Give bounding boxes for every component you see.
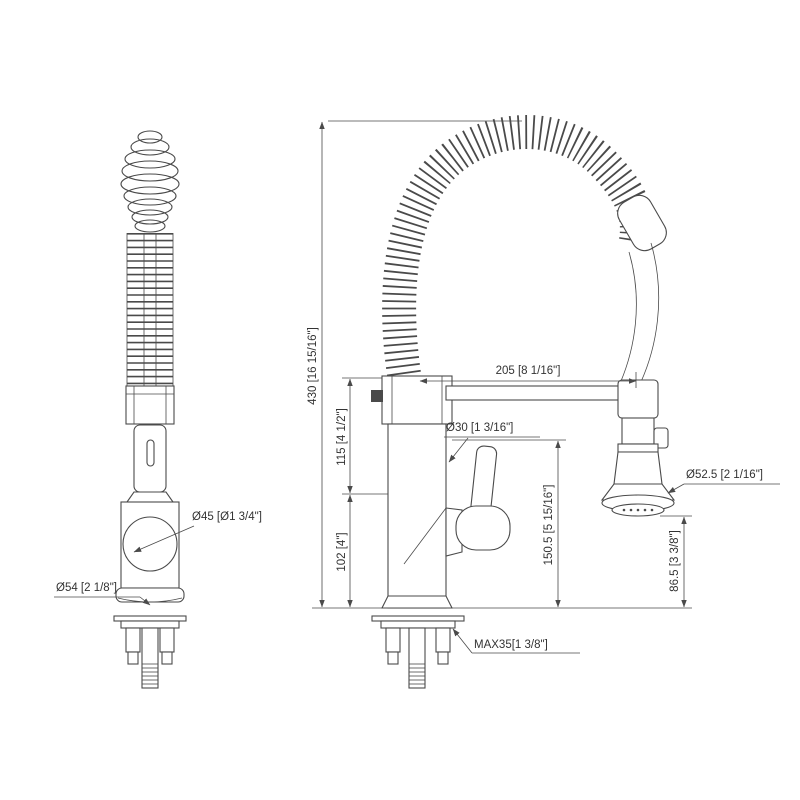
side-view (371, 115, 676, 689)
dim-spray-clearance: 150.5 [5 15/16"] (543, 485, 555, 566)
dim-spray-diameter: Ø52.5 [2 1/16"] (686, 469, 763, 481)
dim-front-body-diameter: Ø45 [Ø1 3/4"] (192, 511, 262, 523)
side-spring-and-hose (382, 115, 667, 393)
handle-hub (455, 505, 511, 551)
front-top-coil-spring (120, 130, 180, 233)
dim-body-height: 102 [4"] (336, 532, 348, 571)
front-coil-spring (126, 233, 174, 390)
side-mounting-hardware (371, 615, 465, 689)
hose-outer (635, 242, 660, 393)
front-slot (146, 439, 155, 467)
side-spout-holder (381, 375, 453, 425)
side-base-flare (381, 595, 453, 609)
dim-spray-head-height: 86.5 [3 3/8"] (669, 530, 681, 592)
side-spray-head (600, 379, 676, 517)
dim-body-diameter: Ø30 [1 3/16"] (446, 422, 513, 434)
front-body (120, 424, 180, 589)
spray-head-dock (617, 379, 659, 419)
dim-spout-reach: 205 [8 1/16"] (496, 365, 561, 377)
front-spout-holder (125, 385, 175, 425)
dim-base-diameter: Ø54 [2 1/8"] (56, 582, 117, 594)
front-mounting-hardware (113, 615, 187, 689)
side-coil-spring (382, 115, 654, 377)
dim-total-height: 430 [16 15/16"] (307, 327, 319, 405)
mount-tab (371, 390, 383, 402)
dimensions: 430 [16 15/16"] 115 [4 1/2"] 102 [4"] 20… (54, 120, 780, 654)
side-handle (445, 445, 511, 557)
dim-max-deck-thickness: MAX35[1 3/8"] (474, 639, 548, 651)
front-body-circle (122, 516, 178, 572)
front-base-flange (115, 587, 185, 603)
front-view (113, 130, 187, 689)
body-seam (403, 507, 447, 565)
spray-toggle-button (653, 427, 669, 449)
side-column (387, 423, 447, 609)
side-body (371, 375, 453, 609)
side-spout-arm (445, 385, 625, 401)
spray-head-grip (617, 194, 667, 252)
dim-spout-height: 115 [4 1/2"] (336, 408, 348, 466)
hose-inner (616, 251, 637, 391)
